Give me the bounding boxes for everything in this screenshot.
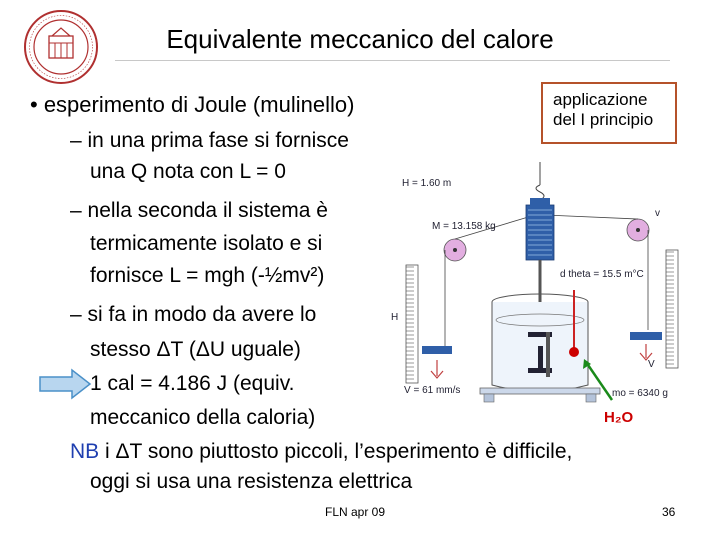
university-seal-icon bbox=[24, 10, 98, 84]
footer-date: FLN apr 09 bbox=[325, 505, 386, 519]
subbullet-first-phase-cont: una Q nota con L = 0 bbox=[90, 160, 286, 183]
title-divider bbox=[115, 60, 670, 61]
nb-text: i ΔT sono piuttosto piccoli, l’esperimen… bbox=[99, 440, 573, 463]
slide-title: Equivalente meccanico del calore bbox=[166, 24, 554, 54]
subbullet-same-dt: – si fa in modo da avere lo bbox=[70, 303, 317, 326]
joule-apparatus-diagram: H = 1.60 m M = 13.158 kg d theta = 15.5 … bbox=[391, 162, 679, 426]
page-number: 36 bbox=[662, 505, 676, 519]
right-ruler bbox=[665, 249, 679, 369]
left-weight bbox=[422, 346, 452, 354]
nb-note-cont: oggi si usa una resistenza elettrica bbox=[90, 470, 413, 493]
nb-label: NB bbox=[70, 440, 100, 463]
label-dtheta: d theta = 15.5 m°C bbox=[560, 269, 644, 280]
subbullet-second-phase-cont1: termicamente isolato e si bbox=[90, 232, 323, 255]
calorie-equivalence-cont: meccanico della caloria) bbox=[90, 406, 316, 429]
label-water: H₂O bbox=[604, 409, 633, 426]
first-law-line2: del I principio bbox=[553, 110, 654, 129]
first-law-line1: applicazione bbox=[553, 90, 648, 109]
bullet-joule-experiment: • esperimento di Joule (mulinello) bbox=[30, 92, 355, 117]
label-mass: M = 13.158 kg bbox=[432, 221, 496, 232]
right-weight bbox=[630, 332, 662, 340]
first-law-box: applicazione del I principio bbox=[541, 82, 677, 144]
paddle bbox=[528, 332, 552, 337]
label-V: V bbox=[648, 359, 655, 370]
calorie-equivalence: 1 cal = 4.186 J (equiv. bbox=[90, 372, 295, 395]
label-v: v bbox=[655, 208, 660, 219]
water-pointer-arrow bbox=[584, 361, 614, 401]
label-water-mass: mo = 6340 g bbox=[612, 388, 668, 399]
label-height: H = 1.60 m bbox=[402, 178, 451, 189]
pointer-arrow-icon bbox=[39, 368, 92, 400]
subbullet-second-phase: – nella seconda il sistema è bbox=[70, 199, 328, 222]
subbullet-same-dt-cont: stesso ΔT (ΔU uguale) bbox=[90, 338, 301, 361]
subbullet-first-phase: – in una prima fase si fornisce bbox=[70, 129, 349, 152]
nb-note: NB i ΔT sono piuttosto piccoli, l’esperi… bbox=[70, 438, 572, 466]
label-velocity: V = 61 mm/s bbox=[404, 385, 460, 396]
left-ruler bbox=[405, 264, 419, 384]
subbullet-second-phase-cont2: fornisce L = mgh (-½mv²) bbox=[90, 264, 325, 287]
label-H-axis: H bbox=[391, 312, 398, 323]
winding-drum bbox=[525, 204, 555, 261]
